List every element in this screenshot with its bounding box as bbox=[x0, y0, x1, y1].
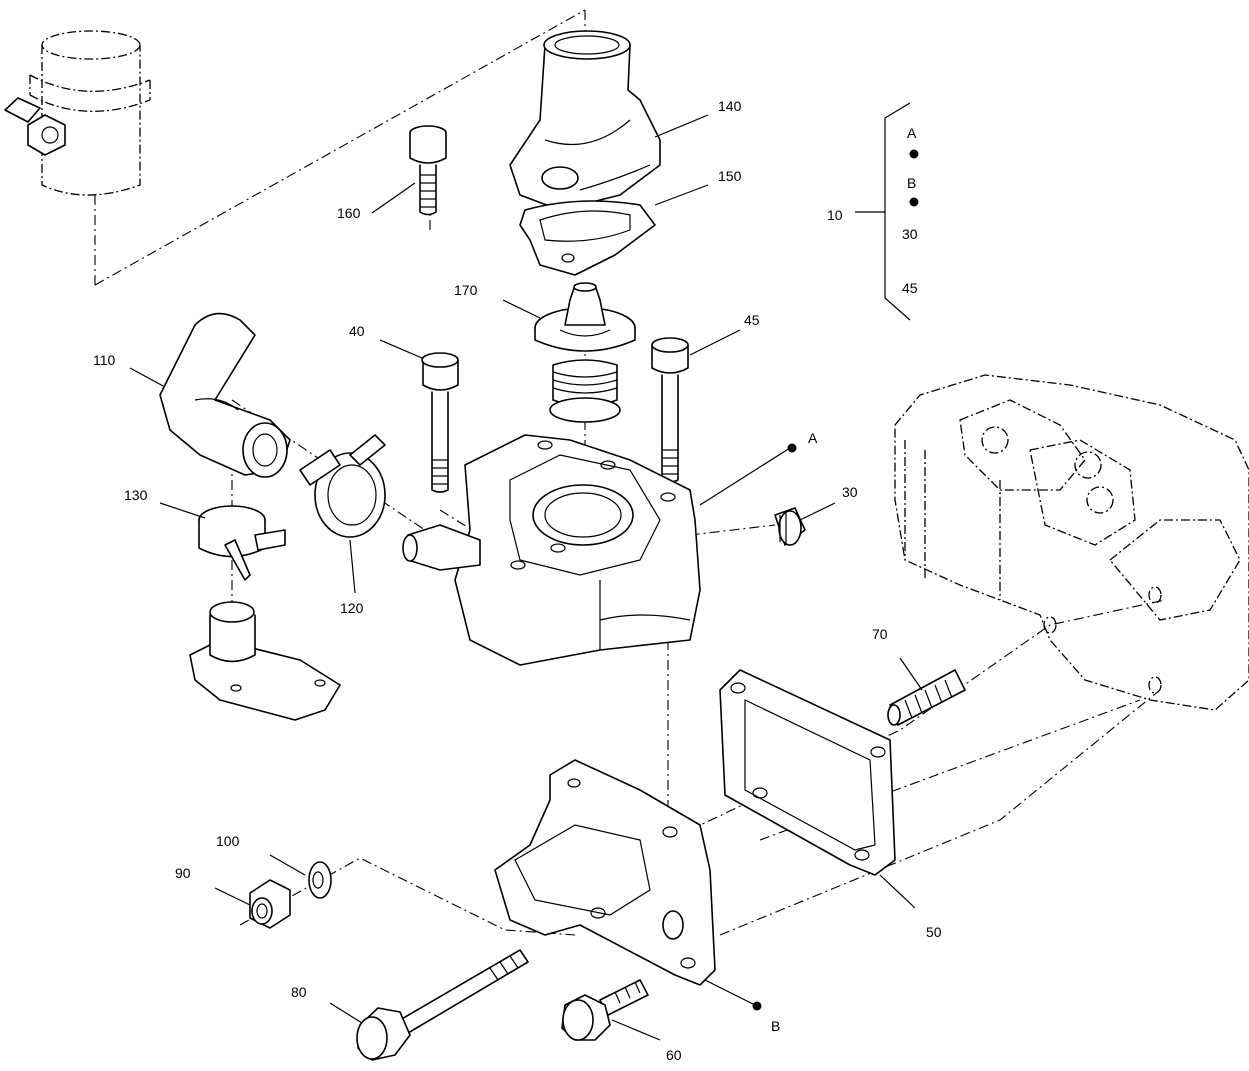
part-160-bolt bbox=[409, 125, 447, 216]
kit-entry-a: A bbox=[907, 125, 917, 141]
thermostat-housing bbox=[402, 434, 701, 666]
kit-entry-b: B bbox=[907, 175, 916, 191]
water-flange-housing bbox=[494, 759, 716, 986]
callout-45: 45 bbox=[744, 312, 760, 328]
part-90-nut bbox=[249, 879, 291, 929]
callout-labels: 140 150 160 170 40 45 110 130 120 30 A 7… bbox=[93, 98, 942, 1063]
part-70-stud bbox=[887, 669, 966, 726]
callout-90: 90 bbox=[175, 865, 191, 881]
part-140-thermostat-cover bbox=[509, 30, 661, 211]
kit-dot-b bbox=[909, 197, 919, 207]
part-150-gasket bbox=[519, 200, 656, 276]
callout-110: 110 bbox=[93, 352, 116, 368]
ref-label-b: B bbox=[771, 1018, 780, 1034]
ref-dot-a bbox=[787, 443, 797, 453]
callout-80: 80 bbox=[291, 984, 307, 1000]
inlet-pipe-flange bbox=[189, 601, 341, 721]
callout-60: 60 bbox=[666, 1047, 682, 1063]
callout-130: 130 bbox=[124, 487, 148, 503]
kit-entry-45: 45 bbox=[902, 280, 918, 296]
callout-120: 120 bbox=[340, 600, 364, 616]
callout-30: 30 bbox=[842, 484, 858, 500]
ref-dot-b bbox=[752, 1001, 762, 1011]
part-100-washer bbox=[308, 861, 332, 899]
part-60-bolt bbox=[561, 979, 649, 1041]
kit-bracket bbox=[855, 102, 919, 321]
callout-70: 70 bbox=[872, 626, 888, 642]
part-130-clamp bbox=[198, 505, 286, 581]
part-110-hose bbox=[159, 312, 291, 478]
part-50-gasket bbox=[719, 669, 896, 876]
leader-lines bbox=[129, 114, 923, 1041]
ref-label-a: A bbox=[808, 430, 818, 446]
part-45-bolt bbox=[651, 337, 689, 483]
callout-160: 160 bbox=[337, 205, 361, 221]
upper-hose-clamp bbox=[4, 30, 151, 196]
kit-dot-a bbox=[909, 149, 919, 159]
callout-170: 170 bbox=[454, 282, 478, 298]
part-170-thermostat bbox=[534, 282, 636, 423]
kit-entry-30: 30 bbox=[902, 226, 918, 242]
engine-block bbox=[894, 374, 1249, 711]
part-40-bolt bbox=[421, 352, 459, 493]
callout-100: 100 bbox=[216, 833, 240, 849]
callout-50: 50 bbox=[926, 924, 942, 940]
kit-legend: 10 A B 30 45 bbox=[827, 125, 918, 296]
part-80-bolt bbox=[356, 949, 529, 1061]
callout-150: 150 bbox=[718, 168, 742, 184]
part-30-plug bbox=[774, 507, 806, 546]
part-120-clamp bbox=[299, 434, 386, 538]
callout-40: 40 bbox=[349, 323, 365, 339]
callout-140: 140 bbox=[718, 98, 742, 114]
kit-label-10: 10 bbox=[827, 207, 843, 223]
